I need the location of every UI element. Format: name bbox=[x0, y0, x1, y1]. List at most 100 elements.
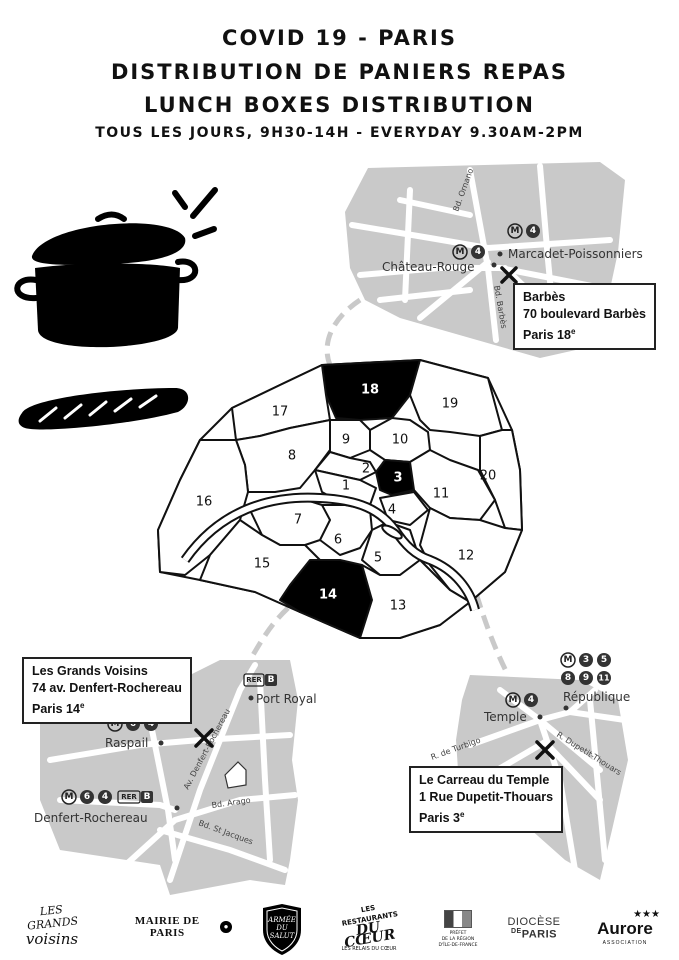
rer-label: RER bbox=[121, 793, 137, 801]
site-address: 1 Rue Dupetit-Thouars bbox=[419, 790, 554, 804]
stars-icon: ★★★ bbox=[633, 909, 660, 920]
metro-icon bbox=[452, 244, 468, 260]
metro-line-8: 8 bbox=[565, 673, 571, 683]
logo-aurore: ★★★ Aurore ASSOCIATION bbox=[597, 909, 660, 946]
metro-line-badge bbox=[597, 653, 611, 667]
arrondissement-14: 14 bbox=[319, 588, 337, 603]
arrondissement-6: 6 bbox=[334, 533, 342, 548]
metro-icon bbox=[560, 652, 576, 668]
rer-icon bbox=[243, 673, 265, 687]
metro-letter: M bbox=[511, 226, 520, 236]
station-republique: République bbox=[563, 690, 630, 704]
site-city: Paris 14e bbox=[32, 701, 85, 717]
rer-line-badge bbox=[141, 791, 153, 803]
address-box-carreau-du-temple: Le Carreau du Temple 1 Rue Dupetit-Thoua… bbox=[409, 766, 564, 834]
arrondissement-19: 19 bbox=[442, 397, 459, 412]
arrondissement-2: 2 bbox=[362, 462, 370, 477]
metro-icon bbox=[507, 223, 523, 239]
metro-letter: M bbox=[564, 655, 573, 665]
metro-line-4: 4 bbox=[528, 695, 534, 705]
logo-mairie-de-paris: MAIRIE DE PARIS● bbox=[118, 915, 232, 939]
metro-line-number: 4 bbox=[475, 247, 481, 257]
station-dot bbox=[174, 805, 180, 811]
arrondissement-20: 20 bbox=[480, 469, 497, 484]
metro-line-badge bbox=[597, 671, 611, 685]
station-temple: Temple bbox=[483, 710, 527, 724]
arrondissement-11: 11 bbox=[433, 487, 450, 502]
paris-arrondissements-map bbox=[157, 359, 523, 639]
station-port-royal: Port Royal bbox=[256, 692, 317, 706]
site-name: Les Grands Voisins bbox=[32, 664, 148, 678]
arrondissement-12: 12 bbox=[458, 549, 475, 564]
arrondissement-10: 10 bbox=[392, 433, 409, 448]
metro-line-badge bbox=[524, 693, 538, 707]
arrondissement-9: 9 bbox=[342, 433, 350, 448]
metro-line-11: 11 bbox=[598, 674, 610, 683]
connector-north bbox=[324, 297, 362, 366]
title-line-1: COVID 19 - PARIS bbox=[222, 26, 457, 50]
arrondissement-7: 7 bbox=[294, 513, 302, 528]
location-cross-icon bbox=[194, 728, 214, 748]
arrondissement-8: 8 bbox=[288, 449, 296, 464]
title-line-2: DISTRIBUTION DE PANIERS REPAS bbox=[110, 60, 569, 84]
metro-line-badge bbox=[561, 671, 575, 685]
arrondissement-13: 13 bbox=[390, 599, 407, 614]
rer-line-b: B bbox=[144, 792, 151, 802]
station-chateau-rouge: Château-Rouge bbox=[382, 260, 474, 274]
rer-line-badge bbox=[265, 674, 277, 686]
arrondissement-15: 15 bbox=[254, 557, 271, 572]
metro-letter: M bbox=[65, 792, 74, 802]
site-name: Le Carreau du Temple bbox=[419, 773, 550, 787]
metro-letter: M bbox=[456, 247, 465, 257]
metro-line-number: 4 bbox=[530, 226, 536, 236]
site-name: Barbès bbox=[523, 290, 566, 304]
site-address: 70 boulevard Barbès bbox=[523, 307, 646, 321]
location-cross-icon bbox=[535, 740, 555, 760]
metro-letter: M bbox=[509, 695, 518, 705]
site-city: Paris 3e bbox=[419, 810, 465, 826]
metro-line-3: 3 bbox=[583, 655, 589, 665]
metro-line-9: 9 bbox=[583, 673, 589, 683]
metro-line-badge bbox=[471, 245, 485, 259]
metro-line-badge bbox=[579, 653, 593, 667]
logo-diocese-de-paris: DIOCÈSE DEPARIS bbox=[507, 915, 561, 941]
rer-icon bbox=[117, 790, 141, 804]
address-box-barbes: Barbès 70 boulevard Barbès Paris 18e bbox=[513, 283, 656, 351]
island-cite bbox=[381, 524, 403, 540]
arrondissement-1: 1 bbox=[342, 479, 350, 494]
station-dot bbox=[537, 714, 543, 720]
station-raspail: Raspail bbox=[105, 736, 148, 750]
station-dot bbox=[248, 695, 254, 701]
arrondissement-17: 17 bbox=[272, 405, 289, 420]
station-marcadet: Marcadet-Poissonniers bbox=[508, 247, 643, 261]
address-box-grands-voisins: Les Grands Voisins 74 av. Denfert-Rocher… bbox=[22, 657, 192, 725]
station-dot bbox=[491, 262, 497, 268]
metro-icon bbox=[505, 692, 521, 708]
site-address: 74 av. Denfert-Rochereau bbox=[32, 681, 182, 695]
metro-line-badge bbox=[526, 224, 540, 238]
metro-line-6: 6 bbox=[84, 792, 90, 802]
metro-line-5: 5 bbox=[601, 655, 607, 665]
metro-line-badge bbox=[98, 790, 112, 804]
station-dot bbox=[563, 705, 569, 711]
metro-icon bbox=[61, 789, 77, 805]
rer-line-b: B bbox=[268, 675, 275, 685]
rer-label: RER bbox=[246, 676, 262, 684]
station-denfert-rochereau: Denfert-Rochereau bbox=[34, 811, 148, 825]
logo-les-grands-voisins: LES GRANDS voisins bbox=[25, 902, 79, 948]
river-seine bbox=[182, 494, 478, 611]
shield-icon bbox=[263, 904, 301, 955]
republique-emblem-icon bbox=[444, 909, 472, 928]
arrondissement-16: 16 bbox=[196, 495, 213, 510]
arrondissement-5: 5 bbox=[374, 551, 382, 566]
baguette-icon bbox=[18, 388, 189, 430]
mairie-emblem-icon: ● bbox=[220, 921, 232, 933]
site-city: Paris 18e bbox=[523, 327, 576, 343]
title-line-3: LUNCH BOXES DISTRIBUTION bbox=[144, 93, 535, 117]
cooking-pot-icon bbox=[14, 187, 218, 348]
station-dot bbox=[158, 740, 164, 746]
location-cross-icon bbox=[500, 266, 518, 284]
